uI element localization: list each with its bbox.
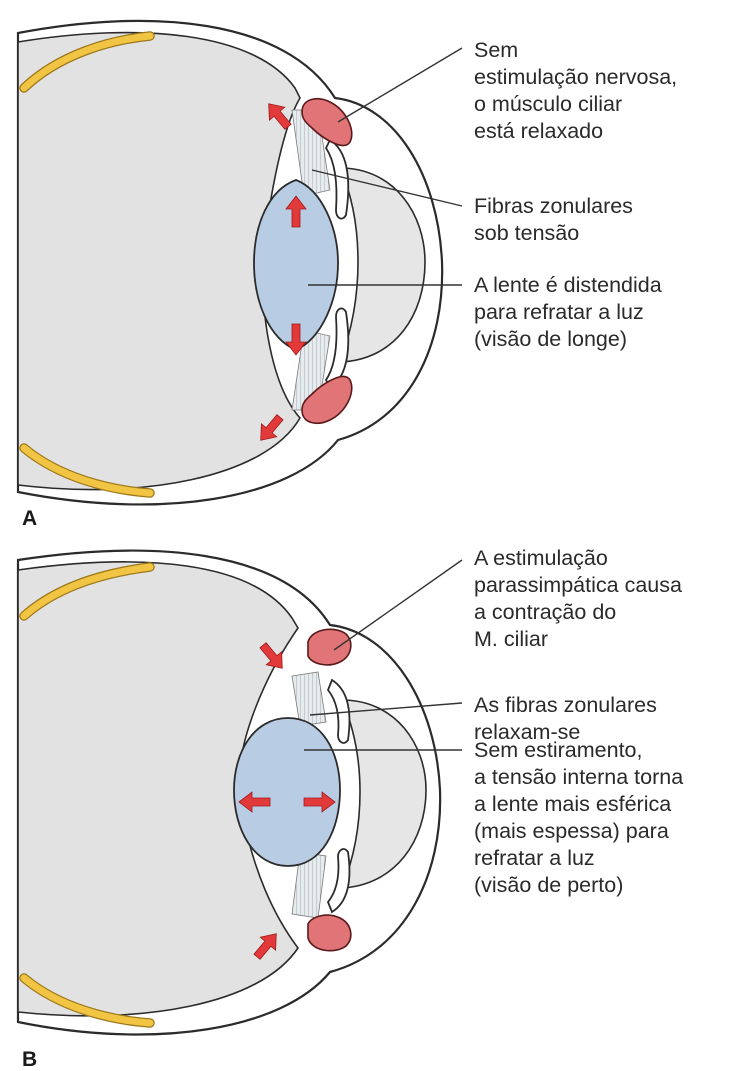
label-lens-b: Sem estiramento, a tensão interna torna … [474,738,689,897]
lens [233,717,341,867]
anterior-chamber [338,167,426,363]
panel-letter-a: A [22,507,37,530]
label-muscle-b: A estimulação parassimpática causa a con… [474,546,688,651]
iris-top [324,138,350,220]
label-lens-a: A lente é distendida para refratar a luz… [474,273,668,351]
leader-line-fibers-b [309,702,463,716]
arrow-icon [268,103,292,130]
panel-letter-b: B [22,1048,37,1071]
leader-line-muscle-b [333,559,463,651]
leader-line-muscle-a [337,47,463,123]
panel-b: A estimulação parassimpática causa a con… [16,546,689,1071]
arrow-icon [303,791,336,813]
arrow-icon [285,195,307,228]
arrow-icon [285,323,307,356]
ciliary-muscle-top [307,628,352,666]
arrow-icon [253,933,277,960]
label-fibers-b: As fibras zonulares relaxam-se [474,693,663,744]
iris-bottom [324,307,350,390]
ciliary-muscle-bottom [307,914,352,952]
ciliary-muscle-top [301,98,353,147]
label-fibers-a: Fibras zonulares sob tensão [474,194,639,245]
anterior-chamber [340,699,427,889]
zonular-fibers-top [291,671,327,727]
eye-b [16,549,442,1036]
ciliary-muscle-bottom [301,375,353,424]
arrow-icon [238,791,271,813]
panel-a: Sem estimulação nervosa, o músculo cilia… [16,19,683,530]
eye-a [16,19,444,506]
arrow-icon [260,414,284,441]
iris-top [326,678,351,744]
iris-bottom [326,848,351,914]
label-muscle-a: Sem estimulação nervosa, o músculo cilia… [474,38,683,143]
leader-line-fibers-a [311,169,463,207]
arrow-icon [259,642,283,669]
